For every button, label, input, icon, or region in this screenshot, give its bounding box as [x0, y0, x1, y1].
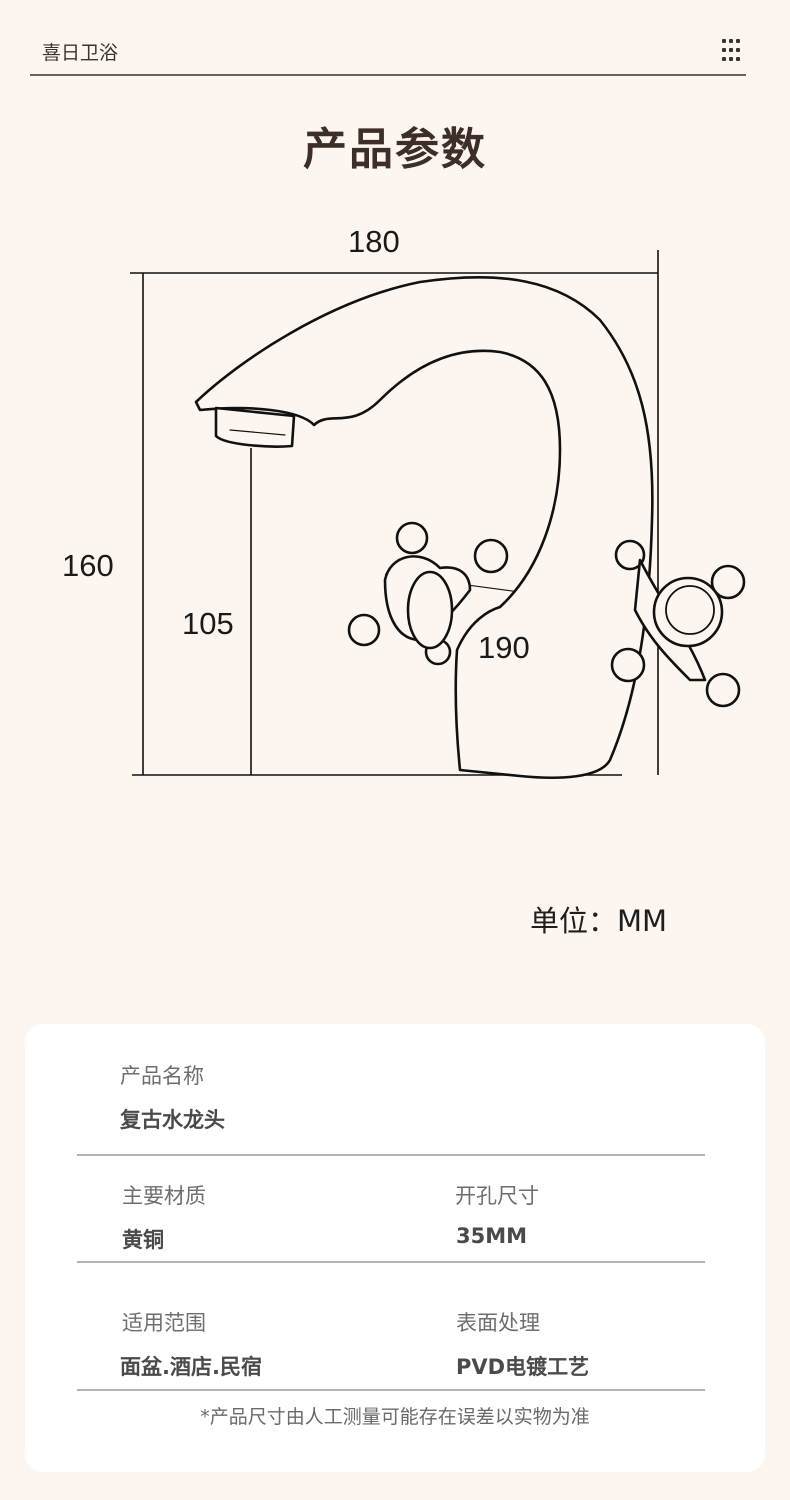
- spout-height-dimension: 105: [182, 606, 234, 641]
- application-label: 适用范围: [122, 1311, 206, 1335]
- page-title: 产品参数: [303, 124, 487, 175]
- header-divider: [30, 74, 746, 76]
- spec-divider: [77, 1154, 705, 1156]
- hole-size-value: 35MM: [456, 1224, 528, 1248]
- material-label: 主要材质: [122, 1184, 206, 1208]
- grid-dots-icon[interactable]: [722, 37, 742, 61]
- unit-label: 单位：MM: [530, 904, 668, 938]
- spec-divider: [77, 1389, 705, 1391]
- surface-value: PVD电镀工艺: [456, 1355, 590, 1379]
- faucet-drawing-icon: [130, 250, 746, 780]
- surface-label: 表面处理: [456, 1311, 540, 1335]
- material-value: 黄铜: [122, 1228, 164, 1252]
- faucet-dimension-diagram: 180 160 105 190: [0, 200, 790, 820]
- width-dimension: 180: [348, 224, 400, 259]
- product-name-value: 复古水龙头: [120, 1108, 225, 1132]
- application-value: 面盆.酒店.民宿: [120, 1355, 262, 1379]
- hole-size-label: 开孔尺寸: [455, 1184, 539, 1208]
- handle-span-dimension: 190: [478, 630, 530, 665]
- spec-divider: [77, 1261, 705, 1263]
- spec-card: 产品名称 复古水龙头 主要材质 黄铜 开孔尺寸 35MM 适用范围 面盆.酒店.…: [25, 1024, 765, 1472]
- measurement-note: *产品尺寸由人工测量可能存在误差以实物为准: [200, 1406, 590, 1428]
- brand-logo: 喜日卫浴: [42, 42, 119, 64]
- product-name-label: 产品名称: [120, 1064, 204, 1088]
- total-height-dimension: 160: [62, 548, 114, 583]
